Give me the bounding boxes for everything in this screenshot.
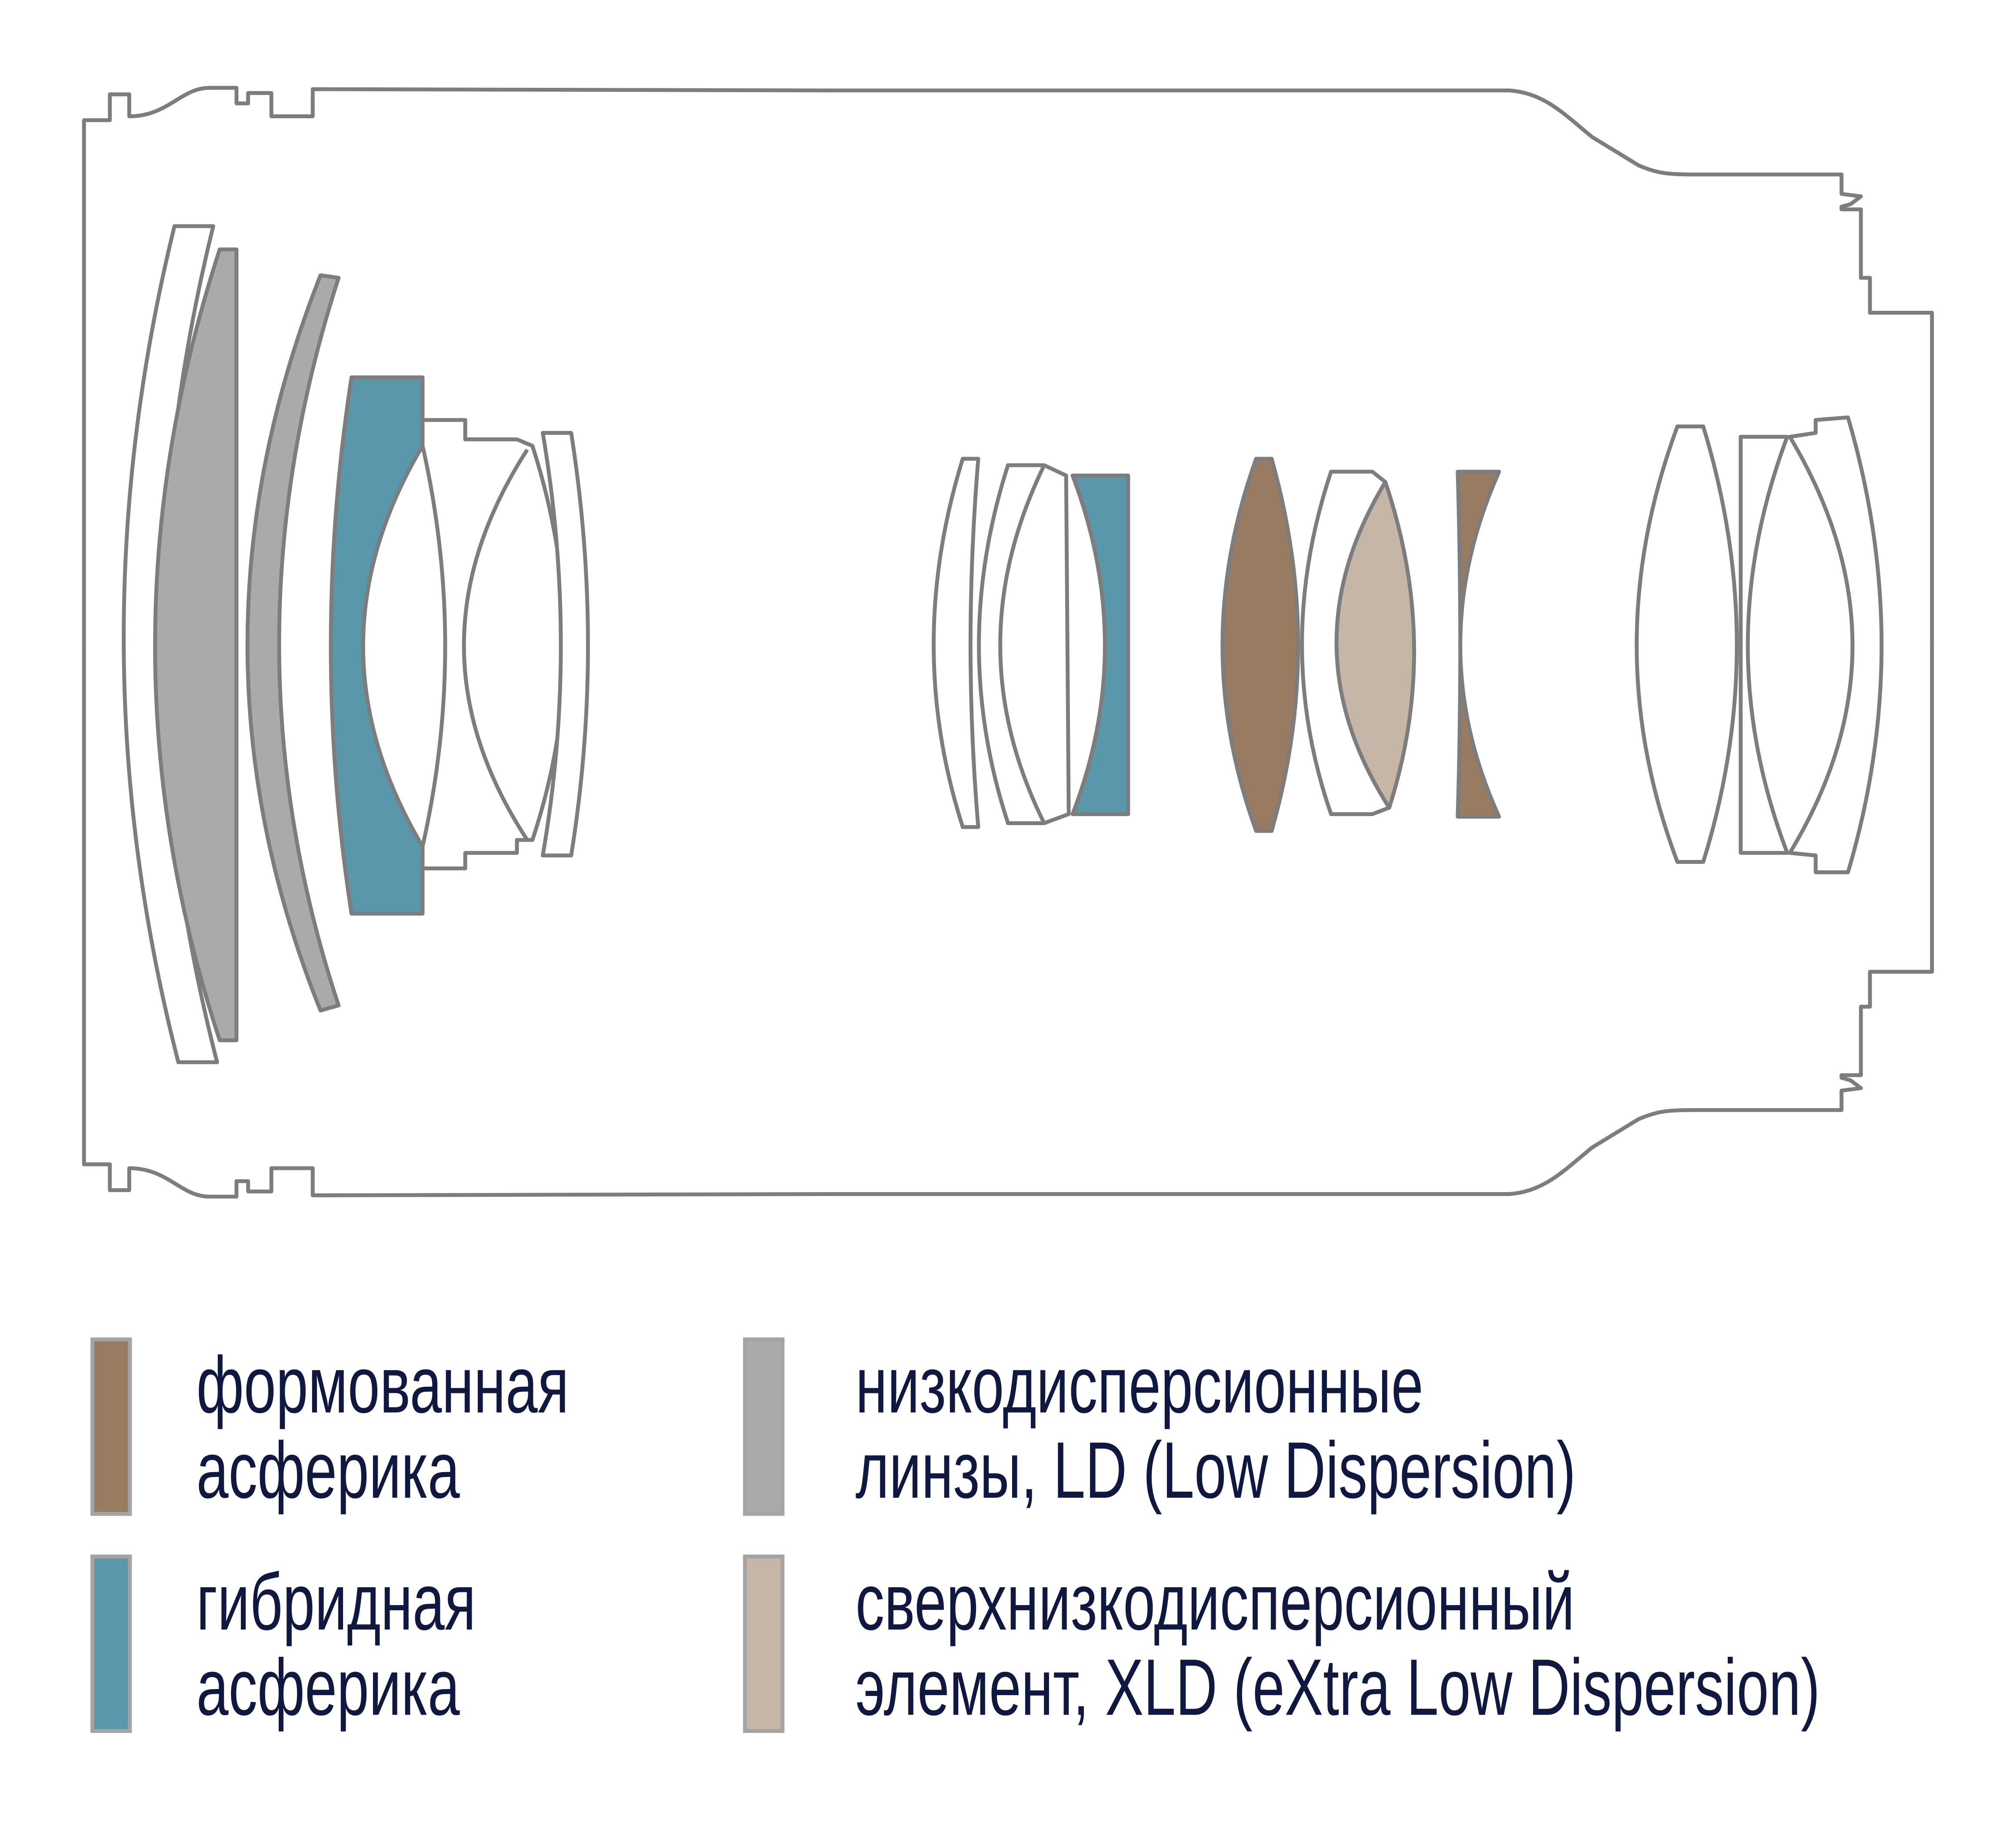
lens-element-3-ld [245, 273, 341, 1013]
lens-element-12-xld [1334, 480, 1416, 810]
lens-element-2-ld [153, 247, 239, 1043]
legend-swatch-xld [743, 1554, 785, 1733]
lens-element-16 [1788, 415, 1884, 874]
middle-lens-group [932, 456, 1501, 833]
lens-element-8 [977, 463, 1071, 825]
legend-swatch-ld [743, 1337, 785, 1516]
lens-element-6 [540, 431, 590, 858]
front-lens-group [122, 224, 590, 1064]
lens-element-14 [1635, 424, 1739, 864]
lens-element-9-hybrid-aspherical [1070, 473, 1130, 816]
rear-lens-group [1635, 415, 1884, 874]
lens-element-13-molded-aspherical [1456, 470, 1501, 819]
legend-swatch-molded-aspherical [90, 1337, 132, 1516]
lens-element-7 [932, 456, 980, 829]
lens-barrel-outline [84, 86, 1934, 1196]
lens-element-10-molded-aspherical [1220, 456, 1300, 833]
legend-swatch-hybrid-aspherical [90, 1554, 132, 1733]
lens-element-15 [1739, 435, 1789, 855]
lens-cross-section [0, 86, 1934, 1292]
